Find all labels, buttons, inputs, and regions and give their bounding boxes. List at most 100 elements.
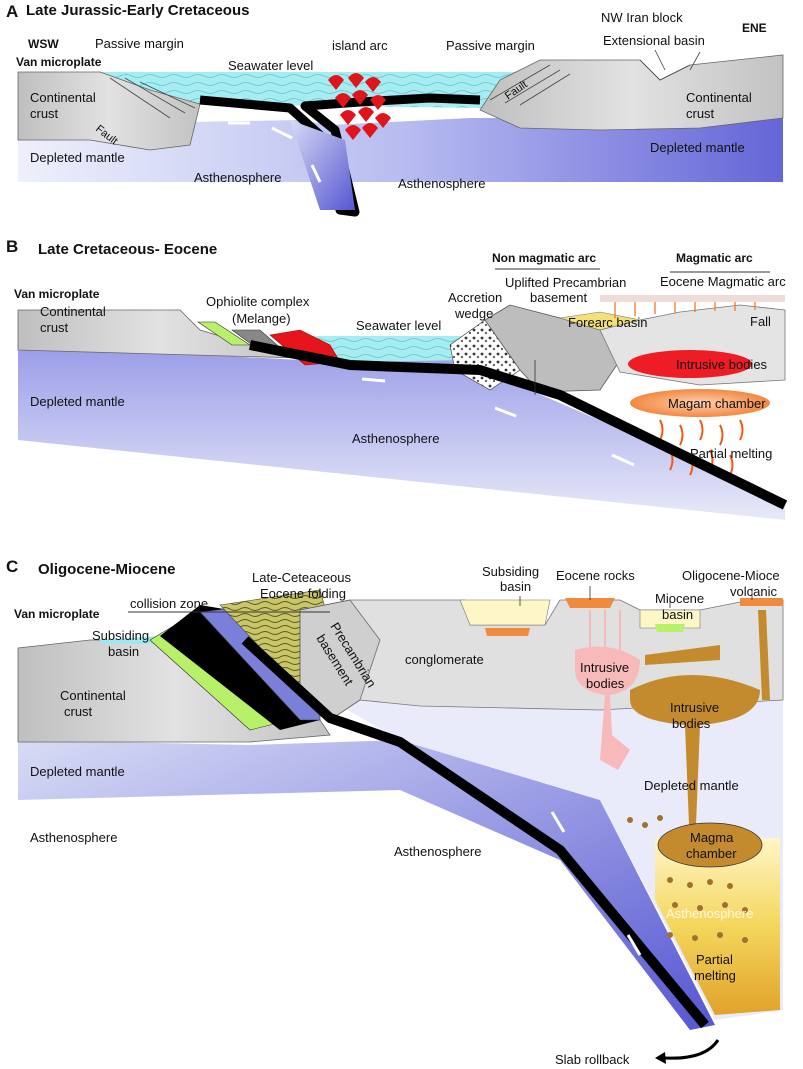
- panel-b-continental-2: crust: [40, 320, 69, 335]
- panel-c-oligo-volcanic-2: volcanic: [730, 584, 777, 599]
- panel-a-continental-right-2: crust: [686, 106, 715, 121]
- panel-b-arrow-2: [494, 406, 517, 418]
- panel-a-ene: ENE: [742, 21, 767, 35]
- panel-a-depleted-mantle: [18, 118, 783, 182]
- panel-b-arc-underlines: [495, 268, 770, 273]
- panel-c: C Oligocene-Miocene Van microplate colli…: [6, 557, 784, 1067]
- panel-c-subsiding-left-2: basin: [108, 644, 139, 659]
- panel-a-slab-mantle: [290, 120, 355, 210]
- panel-c-intrusive-brown: [630, 675, 760, 850]
- panel-a-right-faults: [489, 64, 571, 106]
- panel-a-seawater-level: Seawater level: [228, 58, 313, 73]
- panel-b-van-microplate: Van microplate: [14, 287, 100, 301]
- panel-c-intrusive-brown-2: bodies: [672, 716, 711, 731]
- panel-c-pink-dykes: [589, 610, 621, 650]
- panel-b-uplifted-1: Uplifted Precambrian: [505, 275, 626, 290]
- panel-b-non-magmatic-arc: Non magmatic arc: [492, 251, 596, 265]
- panel-c-intrusive-pink-1: Intrusive: [580, 660, 629, 675]
- panel-a-left-crust: [17, 71, 201, 151]
- panel-c-intrusive-pink-2: bodies: [586, 676, 625, 691]
- panel-c-miocene-2: basin: [662, 607, 693, 622]
- panel-c-eocene-rocks-label: Eocene rocks: [556, 568, 635, 583]
- panel-b-depleted-mantle: [18, 345, 785, 520]
- panel-b-arrow-1: [361, 377, 386, 383]
- panel-c-depleted-mantle-left: Depleted mantle: [30, 764, 125, 779]
- panel-c-van-microplate: Van microplate: [14, 607, 100, 621]
- panel-c-intrusive-brown-1: Intrusive: [670, 700, 719, 715]
- panel-c-conglomerate: conglomerate: [405, 652, 484, 667]
- panel-c-melt-droplets: [627, 815, 748, 943]
- panel-b-ash-cloud: [600, 295, 785, 302]
- panel-b-fall: Fall: [750, 314, 771, 329]
- panel-b-continental-1: Continental: [40, 304, 106, 319]
- panel-a-left-faults: [109, 77, 196, 119]
- panel-a-right-crust: [479, 54, 784, 131]
- panel-a-title: Late Jurassic-Early Cretaceous: [26, 2, 249, 19]
- panel-c-asthenosphere-yellow: Asthenosphere: [666, 906, 753, 921]
- panel-c-late-ceteaceous-2: Eocene folding: [260, 586, 346, 601]
- panel-c-continental-2: crust: [64, 704, 93, 719]
- panel-b-intrusive-bodies: [628, 350, 752, 378]
- panel-b-magmatic-arc: Magmatic arc: [676, 251, 753, 265]
- panel-c-subsiding-left-1: Subsiding: [92, 628, 149, 643]
- panel-c-eocene-rocks: [565, 598, 615, 608]
- panel-b-slab: [249, 340, 788, 510]
- panel-b-ophiolite-2: (Melange): [232, 311, 291, 326]
- panel-c-rollback-arrow: [664, 1039, 720, 1060]
- panel-c-depleted-mantle-right: Depleted mantle: [644, 778, 739, 793]
- panel-b-accretion-2: wedge: [454, 306, 493, 321]
- panel-c-depleted-mantle-left: [18, 740, 715, 1030]
- panel-c-late-ceteaceous-1: Late-Ceteaceous: [252, 570, 352, 585]
- panel-a-island-arc: island arc: [332, 38, 388, 53]
- panel-c-letter: C: [6, 557, 18, 576]
- panel-a-arrow-2: [271, 126, 293, 140]
- panel-b: B Late Cretaceous- Eocene Van microplate…: [6, 237, 788, 520]
- panel-a-passive-margin-left: Passive margin: [95, 36, 184, 51]
- panel-b-forearc-basin-label: Forearc basin: [568, 315, 647, 330]
- panel-b-arrow-3: [611, 453, 635, 467]
- panel-b-seawater-level: Seawater level: [356, 318, 441, 333]
- panel-c-asthenosphere-mid: Asthenosphere: [394, 844, 481, 859]
- panel-b-asthenosphere: Asthenosphere: [352, 431, 439, 446]
- panel-a-nw-iran-block: NW Iran block: [601, 10, 683, 25]
- panel-b-intrusive-label: Intrusive bodies: [676, 357, 768, 372]
- panel-b-ophiolite-1: Ophiolite complex: [206, 294, 310, 309]
- panel-c-subsiding-basin-left: [100, 636, 160, 644]
- panel-b-magma-chamber: [630, 389, 770, 417]
- panel-a-asthenosphere-right: Asthenosphere: [398, 176, 485, 191]
- panel-c-oligo-volcanic-1: Oligocene-Mioce: [682, 568, 780, 583]
- panel-a-van-microplate: Van microplate: [16, 55, 102, 69]
- panel-c-subsiding-mid-1: Subsiding: [482, 564, 539, 579]
- panel-a-wsw: WSW: [28, 37, 59, 51]
- panel-c-yellow-asthenosphere: [655, 838, 780, 1015]
- panel-c-continental-1: Continental: [60, 688, 126, 703]
- panel-c-pointers: [519, 586, 753, 608]
- panel-c-subsiding-basin-mid: [459, 599, 551, 626]
- panel-c-magma-1: Magma: [690, 830, 734, 845]
- panel-a-depleted-mantle-right: Depleted mantle: [650, 140, 745, 155]
- panel-c-partial-melting-2: melting: [694, 968, 736, 983]
- panel-c-asthenosphere-left: Asthenosphere: [30, 830, 117, 845]
- panel-a-passive-margin-right: Passive margin: [446, 38, 535, 53]
- panel-b-magma-chamber-label: Magam chamber: [668, 396, 766, 411]
- panel-c-arrow-1: [550, 811, 566, 833]
- panel-a-continental-right-1: Continental: [686, 90, 752, 105]
- panel-b-uplifted-2: basement: [530, 290, 587, 305]
- panel-c-collision-zone: collision zone: [130, 596, 208, 611]
- panel-c-volcanic-top: [740, 598, 783, 606]
- panel-c-magma-chamber: [657, 822, 763, 868]
- panel-c-intrusive-pink: [575, 646, 640, 770]
- panel-c-arrow-2: [626, 934, 642, 956]
- panel-c-miocene-basin: [639, 609, 701, 629]
- panel-c-magma-2: chamber: [686, 846, 737, 861]
- panel-c-miocene-green: [655, 624, 685, 632]
- panel-a-extensional-faults: [639, 49, 701, 81]
- panel-c-subsiding-mid-2: basin: [500, 579, 531, 594]
- panel-a-arrow-3: [310, 164, 322, 183]
- panel-a-extensional-basin: Extensional basin: [603, 33, 705, 48]
- panel-c-rollback-arrowhead: [655, 1052, 666, 1064]
- panel-a-asthenosphere-left: Asthenosphere: [194, 170, 281, 185]
- panel-c-miocene-1: Miocene: [655, 591, 704, 606]
